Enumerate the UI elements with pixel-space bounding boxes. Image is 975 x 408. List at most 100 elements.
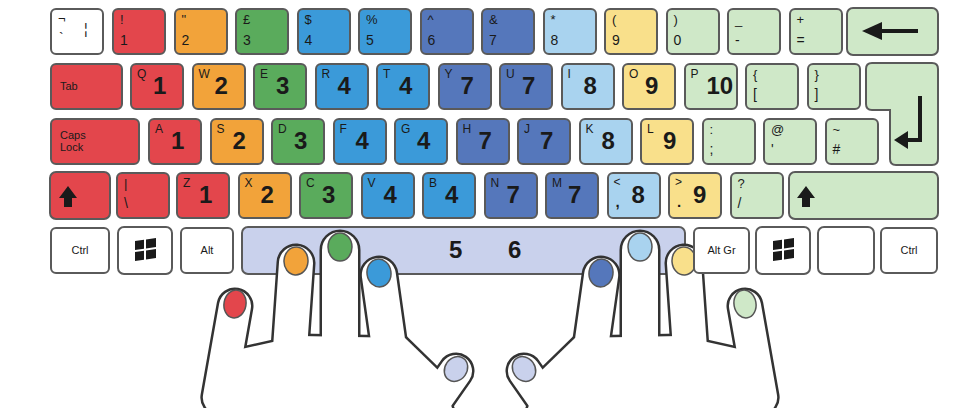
finger-number: 4 [417, 128, 430, 154]
backspace-arrow [880, 29, 918, 33]
finger-number: 2 [261, 182, 274, 208]
finger-number: 5 [449, 237, 462, 263]
key: $4 [297, 8, 351, 55]
key: )0 [666, 8, 720, 55]
key-label: 2 [182, 33, 190, 48]
key-label: [ [753, 87, 757, 102]
key: %5 [358, 8, 412, 55]
key: >.9 [668, 172, 722, 219]
key: Alt Gr [693, 227, 750, 274]
key-label: J [524, 123, 530, 136]
finger-number: 2 [215, 73, 228, 99]
key: *8 [543, 8, 597, 55]
key: L9 [640, 118, 694, 165]
finger-number: 3 [294, 128, 307, 154]
key: H7 [456, 118, 510, 165]
key-label: 4 [305, 33, 313, 48]
key: ~# [825, 118, 879, 165]
finger-number: 1 [153, 73, 166, 99]
key-label: Q [137, 68, 146, 81]
key: O9 [622, 63, 676, 110]
key-label: 6 [428, 33, 436, 48]
finger-number: 4 [338, 73, 351, 99]
key-label: $ [305, 13, 312, 27]
key-label: Ctrl [52, 244, 108, 256]
key-label: + [797, 13, 805, 27]
key: Z1 [176, 172, 230, 219]
key-label: ] [815, 87, 819, 102]
finger-number: 9 [645, 73, 658, 99]
finger-number: 2 [233, 128, 246, 154]
key: |\ [116, 172, 170, 219]
key-label: - [735, 33, 740, 48]
finger-number: 7 [461, 73, 474, 99]
key-label: 7 [489, 33, 497, 48]
key-label: Y [445, 68, 453, 81]
finger-number: 3 [322, 182, 335, 208]
finger-number: 6 [508, 237, 521, 263]
key-label: ¦ [84, 22, 88, 37]
shift-arrow [797, 186, 815, 207]
key-label: 5 [366, 33, 374, 48]
key: A1 [148, 118, 202, 165]
key: T4 [376, 63, 430, 110]
key-label: ~ [833, 123, 841, 137]
finger-number: 4 [384, 182, 397, 208]
key-label: _ [735, 13, 742, 27]
finger-number: 7 [507, 182, 520, 208]
key: C3 [299, 172, 353, 219]
key-label: * [551, 13, 556, 27]
key-label: # [833, 142, 841, 157]
key-label: N [491, 177, 500, 190]
key: {[ [745, 63, 799, 110]
key-label: X [245, 177, 253, 190]
key: F4 [333, 118, 387, 165]
key-label: / [738, 196, 742, 211]
key-label: L [647, 123, 654, 136]
key-label: < [614, 176, 621, 189]
key-label: & [489, 13, 498, 27]
key: V4 [361, 172, 415, 219]
key: Caps Lock [50, 118, 140, 165]
key-label: } [815, 68, 819, 82]
backspace-key [847, 8, 938, 55]
key-label: R [322, 68, 331, 81]
key: Alt [180, 227, 234, 274]
key: ¬`¦ [50, 8, 104, 55]
key: D3 [271, 118, 325, 165]
finger-number: 7 [540, 128, 553, 154]
key: :; [702, 118, 756, 165]
finger-number: 8 [584, 73, 597, 99]
key: G4 [394, 118, 448, 165]
key-label: O [629, 68, 638, 81]
key: R4 [315, 63, 369, 110]
enter-arrow [894, 131, 908, 149]
key: £3 [235, 8, 289, 55]
finger-number: 8 [632, 182, 645, 208]
windows-key [756, 227, 810, 274]
key-label: G [401, 123, 410, 136]
finger-number: 4 [399, 73, 412, 99]
key-label: = [797, 33, 805, 48]
finger-number: 9 [693, 182, 706, 208]
windows-key [118, 227, 172, 274]
key: I8 [561, 63, 615, 110]
key-label: I [568, 68, 571, 81]
key-label: W [199, 68, 210, 81]
key-label: 9 [612, 33, 620, 48]
key-label: Caps Lock [60, 129, 100, 153]
key-label: @ [771, 123, 784, 137]
key: @' [763, 118, 817, 165]
key: Tab [50, 63, 123, 110]
key-label: | [124, 177, 127, 191]
key: Ctrl [50, 227, 110, 274]
finger-number: , [616, 194, 620, 211]
key: &7 [481, 8, 535, 55]
finger-number: 8 [602, 128, 615, 154]
key-label: ; [710, 142, 714, 157]
key-label: ^ [428, 13, 434, 27]
key: K8 [579, 118, 633, 165]
key-label: 1 [120, 33, 128, 48]
key-label: Z [183, 177, 190, 190]
key-label: A [155, 123, 163, 136]
